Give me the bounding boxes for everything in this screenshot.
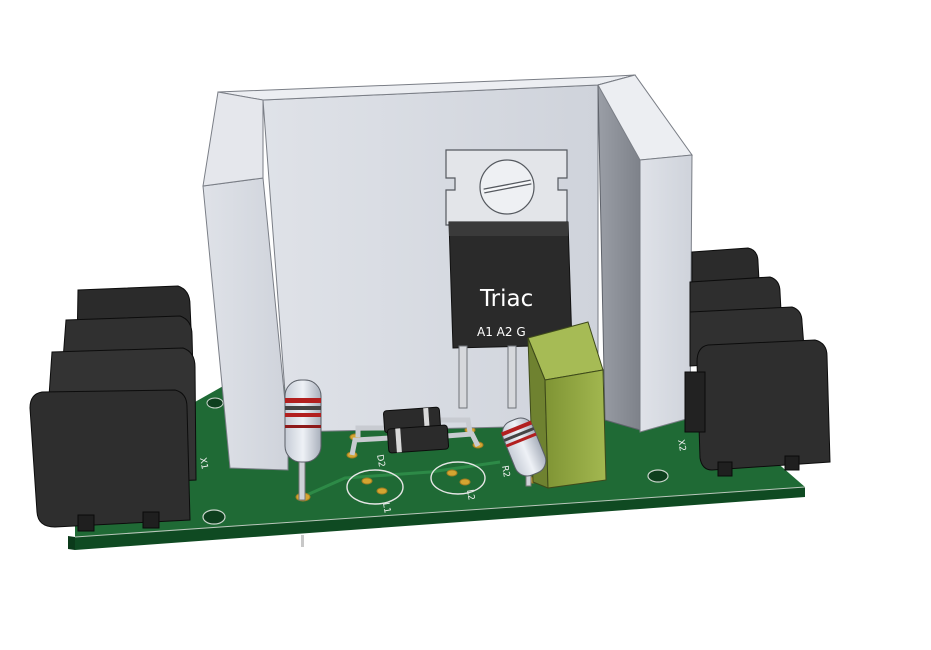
triac-leg xyxy=(458,345,468,409)
resistor-r2-body xyxy=(501,417,547,477)
pcb-edge-front xyxy=(75,487,805,550)
triac-leg xyxy=(507,345,517,409)
silk-label-r2: R2 xyxy=(499,465,511,479)
resistor-f1 xyxy=(284,379,322,501)
inductor-outline-l2 xyxy=(430,461,486,495)
through-hole-pin xyxy=(301,535,304,547)
heatsink-right-face xyxy=(639,154,693,433)
heatsink-left-top xyxy=(202,91,264,187)
silk-label-x2: X2 xyxy=(675,439,687,452)
pcb-outline xyxy=(74,486,806,538)
silk-label-x1: X1 xyxy=(197,457,209,470)
connector-x1 xyxy=(29,285,197,532)
triac-body-top xyxy=(449,222,568,236)
triac-pins-label: A1 A2 G xyxy=(477,325,526,339)
silk-label-l2: L2 xyxy=(464,489,476,501)
capacitor-front xyxy=(544,369,607,489)
diode-d2 xyxy=(349,424,481,456)
triac-label: Triac xyxy=(479,286,533,312)
connector-block-front xyxy=(29,389,191,528)
mounting-hole xyxy=(202,509,226,525)
resistor-f1-body xyxy=(284,379,322,463)
silk-label-d2: D2 xyxy=(374,454,386,468)
copper-trace xyxy=(299,460,501,500)
mounting-hole xyxy=(647,469,669,483)
inductor-outline-l1 xyxy=(346,469,404,505)
resistor-r2 xyxy=(500,417,547,487)
heatsink xyxy=(202,74,693,471)
silk-label-l1: L1 xyxy=(380,502,392,514)
pcb-edge-left xyxy=(68,536,75,550)
triac: Triac A1 A2 G xyxy=(445,149,573,409)
diode-d2-body xyxy=(386,424,450,454)
connector-x2 xyxy=(684,247,831,477)
mounting-hole xyxy=(206,397,224,409)
connector-block-front xyxy=(696,339,831,471)
capacitor xyxy=(527,321,607,489)
